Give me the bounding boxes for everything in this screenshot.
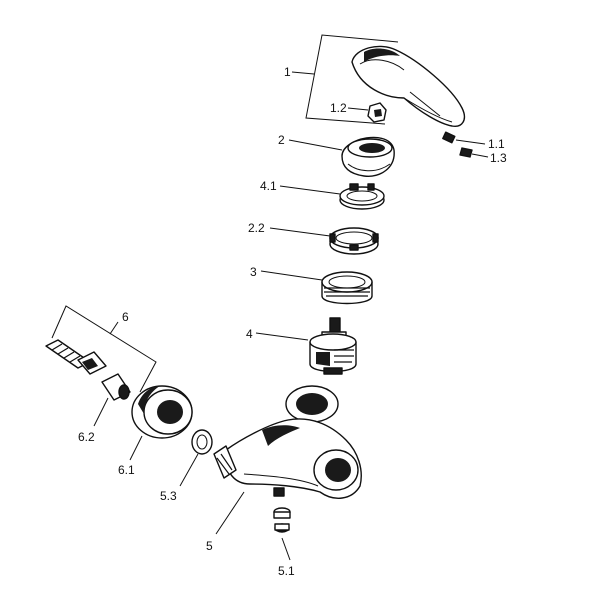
label-part-5-3: 5.3 [160, 489, 177, 503]
label-part-6-1: 6.1 [118, 463, 135, 477]
label-part-1-2: 1.2 [330, 101, 347, 115]
part-lever-handle [291, 34, 489, 158]
part-connector-set [45, 305, 157, 393]
label-part-4-1: 4.1 [260, 179, 277, 193]
label-part-1-1: 1.1 [488, 137, 505, 151]
label-part-5-1: 5.1 [278, 564, 295, 578]
callout-labels: 1 1.2 1.1 1.3 2 4.1 2.2 3 4 6 6.2 6.1 5.… [78, 65, 507, 578]
label-part-1-3: 1.3 [490, 151, 507, 165]
label-part-6: 6 [122, 310, 129, 324]
part-grub-screw [273, 507, 291, 561]
label-part-2: 2 [278, 133, 285, 147]
label-part-5: 5 [206, 539, 213, 553]
part-notched-ring [269, 227, 379, 255]
label-part-6-2: 6.2 [78, 430, 95, 444]
part-dome-cover [288, 136, 395, 177]
label-part-1: 1 [284, 65, 291, 79]
label-part-3: 3 [250, 265, 257, 279]
part-reducer-nut [93, 373, 131, 427]
part-wall-rosette [129, 385, 193, 461]
part-stop-ring [279, 183, 385, 210]
label-part-2-2: 2.2 [248, 221, 265, 235]
part-locking-nut [260, 270, 373, 305]
part-mixer-body [213, 385, 362, 535]
part-lever-insert [347, 102, 387, 123]
part-cartridge [255, 317, 357, 375]
label-part-4: 4 [246, 327, 253, 341]
part-sealing-washer [179, 429, 213, 487]
